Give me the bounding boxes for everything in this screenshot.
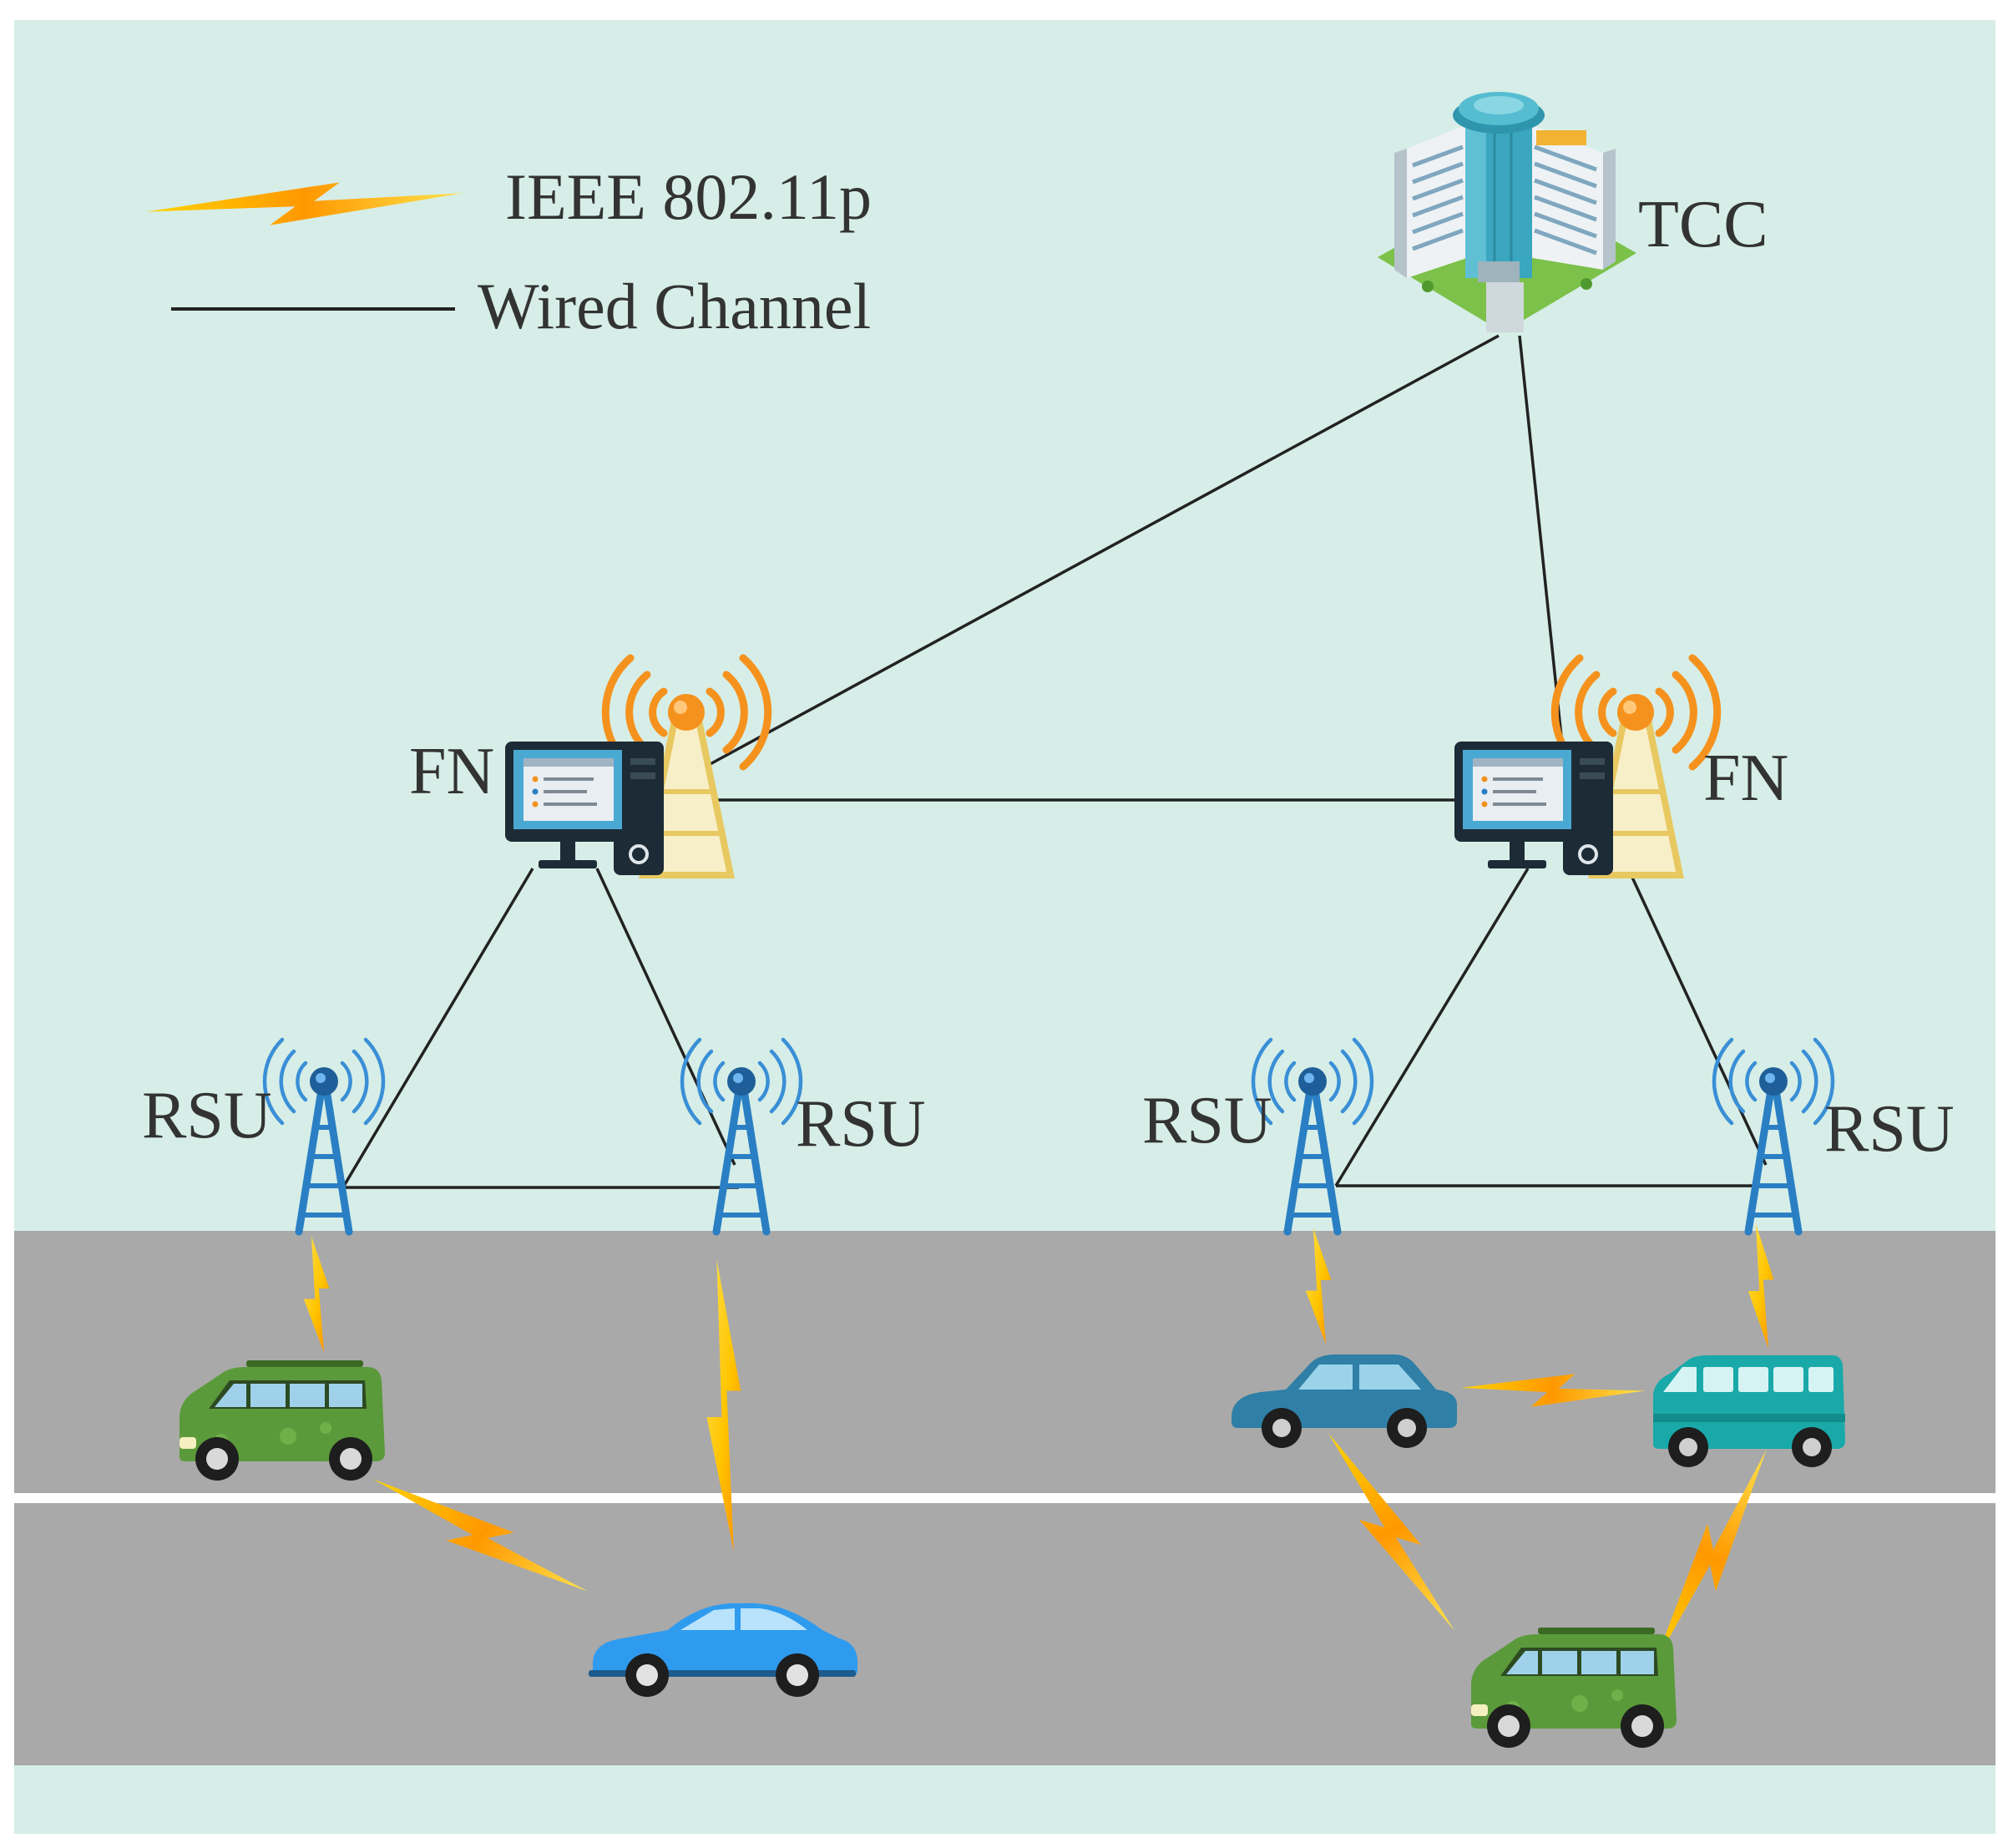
rsu-3-label: RSU [1142, 1084, 1272, 1157]
fn-right-node: FN [1454, 658, 1788, 875]
fn-left-label: FN [409, 735, 494, 808]
legend-wired-label: Wired Channel [478, 270, 871, 342]
lane-divider [14, 1493, 1995, 1503]
wired-links [342, 334, 1770, 1189]
rsu-1-node: RSU [142, 1040, 383, 1232]
legend: IEEE 802.11p Wired Channel [145, 160, 872, 342]
fn-right-label: FN [1703, 742, 1788, 815]
fn-left-node: FN [409, 658, 768, 875]
rsu-2-node: RSU [682, 1040, 926, 1232]
rsu-2-label: RSU [796, 1087, 926, 1161]
wire-fn-right-rsu-3 [1334, 868, 1530, 1187]
bottom-strip [14, 1765, 1995, 1834]
rsu-4-node: RSU [1714, 1040, 1955, 1232]
wire-fn-left-rsu-2 [595, 868, 736, 1166]
sky-background [14, 20, 1995, 1231]
wire-tcc-fn-left [705, 334, 1500, 768]
rsu-1-label: RSU [142, 1079, 272, 1152]
wire-fn-left-rsu-1 [342, 868, 534, 1187]
tcc-label: TCC [1638, 188, 1768, 261]
wire-fn-right-rsu-4 [1626, 868, 1768, 1166]
rsu-3-node: RSU [1142, 1040, 1372, 1232]
legend-wireless-label: IEEE 802.11p [505, 160, 872, 233]
tcc-node: TCC [1378, 92, 1768, 332]
rsu-4-label: RSU [1824, 1092, 1955, 1166]
